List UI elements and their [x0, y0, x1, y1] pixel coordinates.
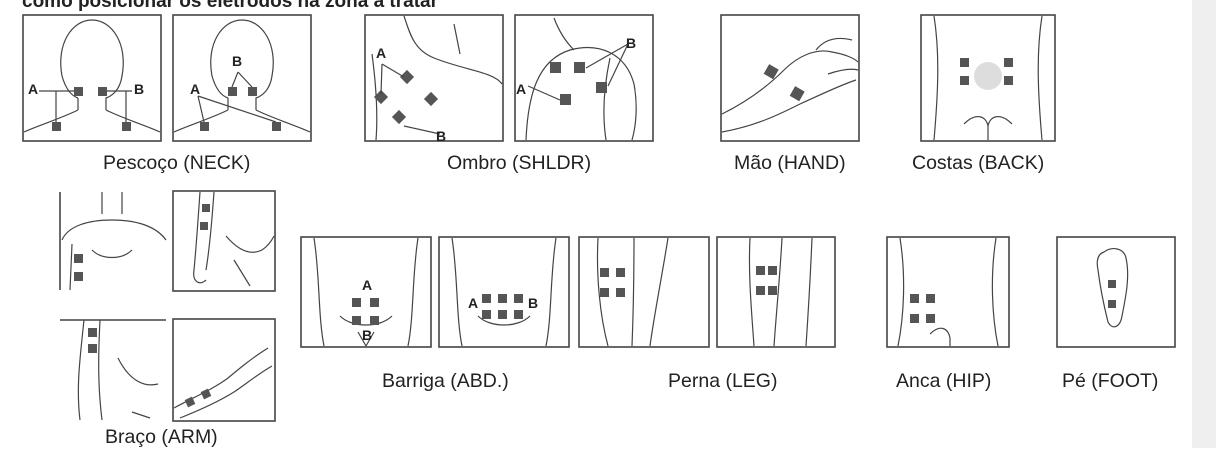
- shoulder-figure-1: A B: [364, 14, 504, 142]
- abdomen-figure-1: A B: [300, 236, 432, 348]
- shoulder-figure-2: B A: [514, 14, 654, 142]
- label-b: B: [436, 128, 446, 142]
- caption-hip: Anca (HIP): [896, 370, 991, 393]
- caption-hand: Mão (HAND): [734, 152, 846, 175]
- label-b: B: [232, 53, 242, 69]
- label-a: A: [28, 81, 38, 97]
- hip-figure: [886, 236, 1010, 348]
- arm-figure-4: [172, 318, 276, 422]
- label-a: A: [376, 45, 386, 61]
- hand-figure: [720, 14, 860, 142]
- caption-abdomen: Barriga (ABD.): [382, 370, 509, 393]
- caption-foot: Pé (FOOT): [1062, 370, 1158, 393]
- label-b: B: [528, 295, 538, 311]
- page-heading: como posicionar os eletrodos na zona a t…: [22, 0, 438, 13]
- label-b: B: [626, 35, 636, 51]
- label-a: A: [362, 277, 372, 293]
- neck-figure-2: B A: [172, 14, 312, 142]
- label-a: A: [516, 81, 526, 97]
- right-edge-panel: [1192, 0, 1216, 448]
- arm-figure-2: [172, 190, 276, 292]
- leg-figure-1: [578, 236, 710, 348]
- abdomen-figure-2: A B: [438, 236, 570, 348]
- caption-back: Costas (BACK): [912, 152, 1044, 175]
- neck-figure-1: A B: [22, 14, 162, 142]
- label-a: A: [468, 295, 478, 311]
- label-a: A: [190, 81, 200, 97]
- back-figure: [920, 14, 1056, 142]
- label-b: B: [134, 81, 144, 97]
- caption-shoulder: Ombro (SHLDR): [447, 152, 591, 175]
- caption-arm: Braço (ARM): [105, 426, 218, 449]
- arm-figure-3: [58, 318, 168, 422]
- caption-leg: Perna (LEG): [668, 370, 777, 393]
- foot-figure: [1056, 236, 1176, 348]
- label-b: B: [362, 327, 372, 343]
- leg-figure-2: [716, 236, 836, 348]
- arm-figure-1: [58, 190, 168, 292]
- caption-neck: Pescoço (NECK): [103, 152, 250, 175]
